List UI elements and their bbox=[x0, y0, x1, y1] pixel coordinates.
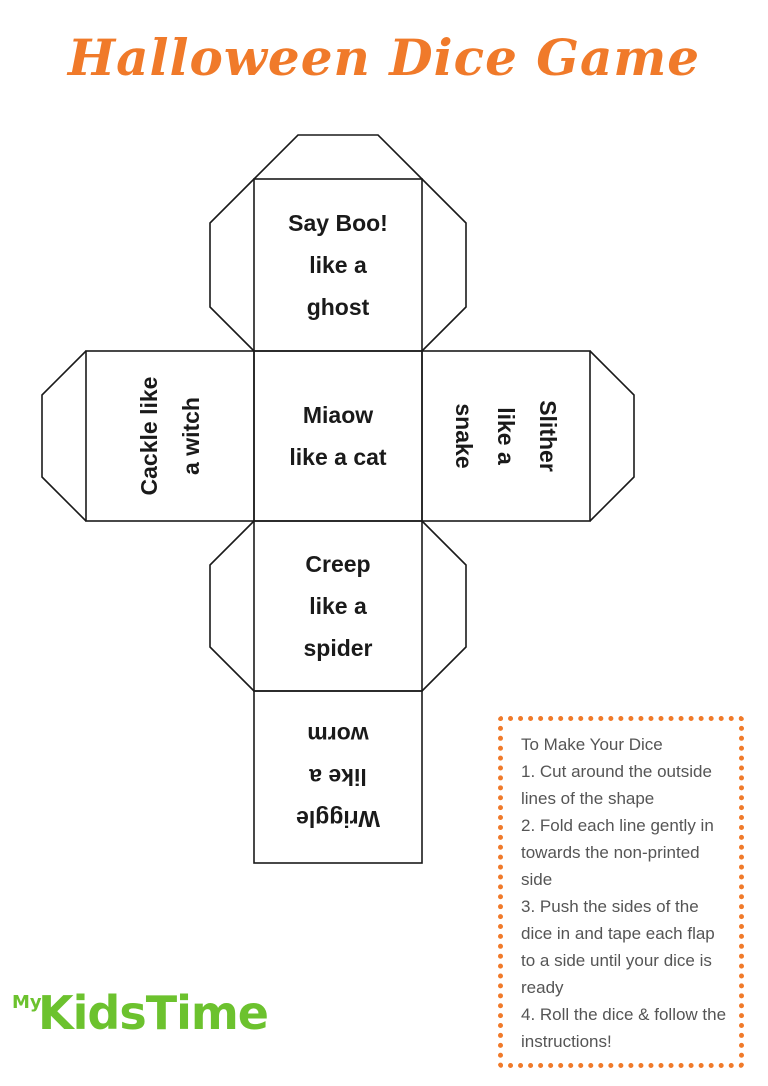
face-left-text: Cackle like a witch bbox=[136, 376, 204, 496]
face-bottom: Wriggle like a worm bbox=[254, 691, 422, 863]
instruction-step: 3. Push the sides of the dice in and tap… bbox=[521, 897, 715, 997]
face-top: Say Boo! like a ghost bbox=[254, 179, 422, 351]
face-bottom-text: Wriggle like a worm bbox=[296, 722, 380, 832]
instructions-heading: To Make Your Dice bbox=[521, 735, 663, 754]
face-center-text: Miaow like a cat bbox=[289, 402, 387, 470]
flap-top bbox=[253, 134, 423, 180]
face-center: Miaow like a cat bbox=[254, 351, 422, 521]
face-top-text: Say Boo! like a ghost bbox=[288, 210, 388, 320]
face-right-text: Slither like a snake bbox=[451, 400, 561, 472]
flap-lower-right bbox=[421, 520, 467, 692]
page-title: Halloween Dice Game bbox=[67, 28, 701, 87]
instructions-box: To Make Your Dice 1. Cut around the outs… bbox=[498, 716, 744, 1068]
face-lower-text: Creep like a spider bbox=[303, 551, 373, 661]
flap-lower-left bbox=[209, 520, 255, 692]
mykidstime-logo: My KidsTime bbox=[12, 984, 269, 1054]
flap-right bbox=[589, 350, 635, 522]
instruction-step: 2. Fold each line gently in towards the … bbox=[521, 816, 714, 889]
face-left: Cackle like a witch bbox=[86, 351, 254, 521]
instruction-step: 4. Roll the dice & follow the instructio… bbox=[521, 1005, 727, 1051]
flap-top-left bbox=[209, 178, 255, 352]
face-right-border bbox=[421, 350, 591, 522]
logo-name: KidsTime bbox=[38, 986, 269, 1040]
logo-prefix: My bbox=[12, 992, 42, 1013]
face-bottom-border bbox=[253, 690, 423, 864]
face-right: Slither like a snake bbox=[422, 351, 590, 521]
face-lower: Creep like a spider bbox=[254, 521, 422, 691]
flap-left bbox=[41, 350, 87, 522]
flap-top-right bbox=[421, 178, 467, 352]
instruction-step: 1. Cut around the outside lines of the s… bbox=[521, 762, 712, 808]
